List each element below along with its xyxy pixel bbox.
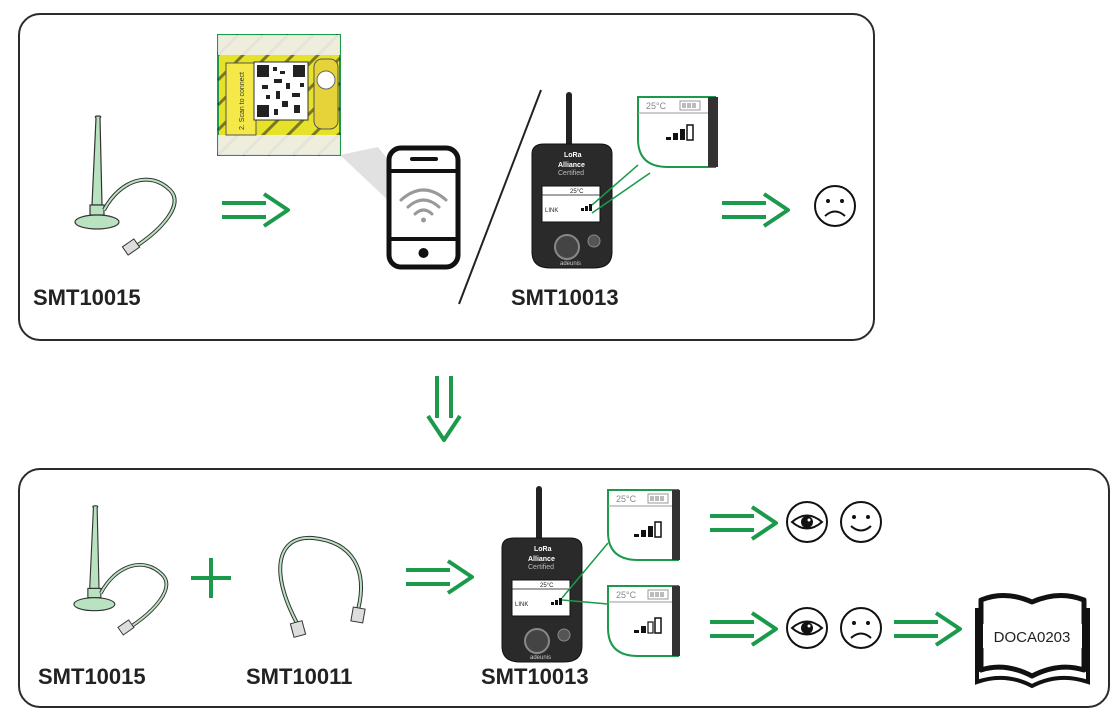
svg-text:Alliance: Alliance (528, 556, 555, 563)
signal-icon (666, 129, 685, 140)
zoom-callout-lower: 25°C (561, 585, 680, 657)
arrow-right-icon (406, 559, 474, 595)
signal-icon (634, 626, 646, 633)
antenna-label: SMT10015 (38, 664, 146, 689)
svg-text:25°C: 25°C (616, 494, 637, 504)
cable-label: SMT10011 (246, 664, 353, 689)
plus-icon (191, 558, 231, 598)
zoom-callout: 25°C (591, 96, 718, 214)
qr-label: 2. Scan to connect (239, 72, 246, 130)
antenna-icon (73, 505, 169, 636)
svg-text:Certified: Certified (528, 564, 554, 571)
svg-text:LINK: LINK (545, 208, 558, 214)
antenna-label: SMT10015 (33, 285, 141, 310)
device-smt10013: LoRa Alliance Certified 25°C LINK adeuni… (501, 486, 583, 663)
svg-text:25°C: 25°C (540, 583, 554, 589)
sad-face-icon (840, 607, 882, 649)
eye-icon (786, 501, 828, 543)
svg-text:Certified: Certified (558, 170, 584, 177)
svg-text:LoRa: LoRa (534, 546, 552, 553)
divider-line (458, 89, 542, 305)
svg-text:25°C: 25°C (646, 101, 667, 111)
arrow-right-icon (710, 611, 778, 647)
manual-book-icon: DOCA0203 (975, 593, 1090, 689)
device-smt10013: LoRa Alliance Certified 25°C LINK adeuni… (531, 92, 613, 269)
device-label: SMT10013 (511, 285, 619, 310)
zoom-callout-upper: 25°C (561, 489, 680, 599)
device-label: SMT10013 (481, 664, 589, 689)
eye-icon (786, 607, 828, 649)
arrow-right-icon (710, 505, 778, 541)
arrow-right-icon (722, 192, 790, 228)
arrow-right-icon (222, 192, 290, 228)
arrow-down-icon (426, 376, 462, 442)
smartphone-icon (386, 145, 461, 270)
svg-text:25°C: 25°C (570, 189, 584, 195)
antenna-icon (74, 115, 177, 256)
wifi-icon (399, 188, 448, 216)
svg-text:Alliance: Alliance (558, 162, 585, 169)
manual-reference: DOCA0203 (994, 629, 1071, 646)
happy-face-icon (840, 501, 882, 543)
svg-text:LINK: LINK (515, 602, 528, 608)
svg-text:adeunis: adeunis (530, 655, 551, 661)
signal-icon (634, 526, 653, 537)
svg-text:adeunis: adeunis (560, 261, 581, 267)
cable-icon (278, 535, 366, 638)
arrow-right-icon (894, 611, 962, 647)
svg-text:25°C: 25°C (616, 590, 637, 600)
sad-face-icon (814, 185, 856, 227)
svg-text:LoRa: LoRa (564, 152, 582, 159)
